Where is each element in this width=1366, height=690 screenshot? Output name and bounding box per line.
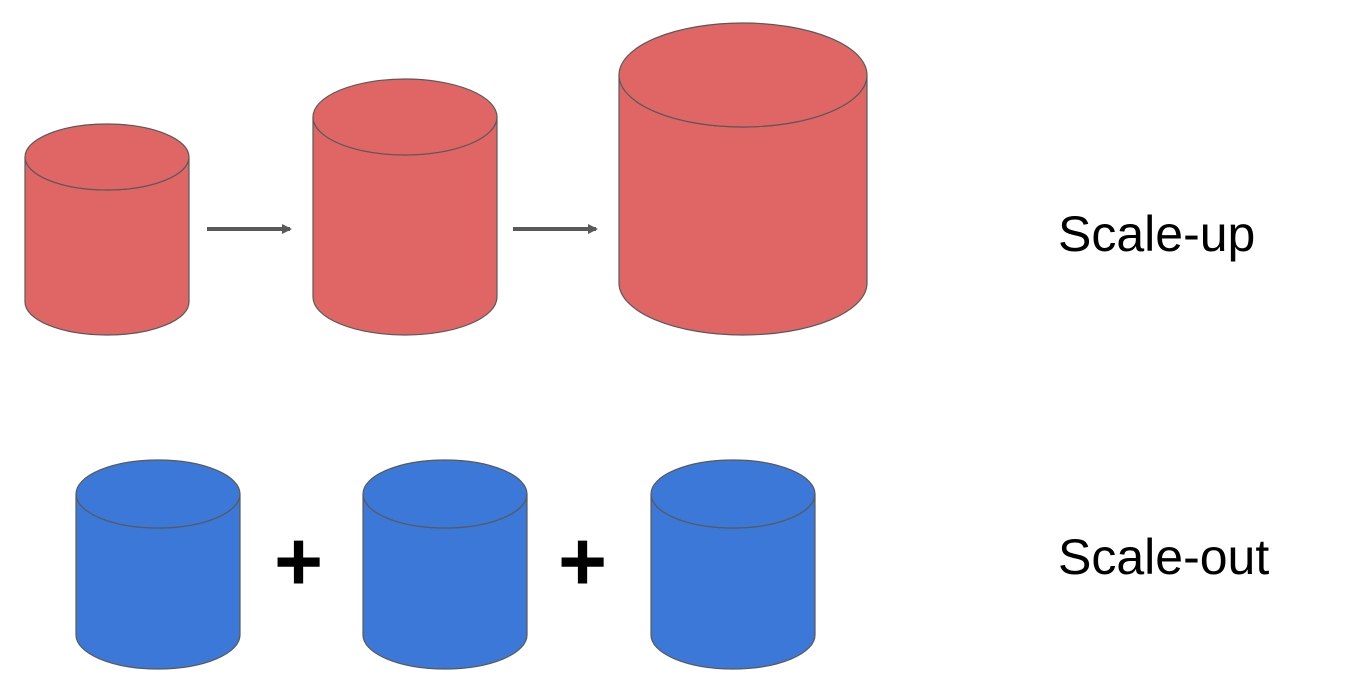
scale-out-cylinder-1: [75, 459, 241, 670]
scale-out-group: [75, 459, 816, 670]
cylinder-top: [362, 459, 528, 529]
plus-sign: +: [558, 514, 608, 608]
cylinder-top: [24, 123, 190, 191]
scale-out-cylinder-2: [362, 459, 528, 670]
scale-up-group: [24, 22, 868, 336]
cylinder-top: [75, 459, 241, 529]
scale-up-label: Scale-up: [1058, 206, 1256, 262]
cylinder-top: [312, 78, 498, 156]
scale-out-cylinder-3: [650, 459, 816, 670]
scale-up-cylinder-medium: [312, 78, 498, 336]
scale-out-label: Scale-out: [1058, 529, 1270, 585]
cylinder-top: [650, 459, 816, 529]
plus-sign: +: [274, 514, 324, 608]
scale-up-cylinder-large: [618, 22, 868, 336]
scale-up-cylinder-small: [24, 123, 190, 336]
cylinder-top: [618, 22, 868, 128]
